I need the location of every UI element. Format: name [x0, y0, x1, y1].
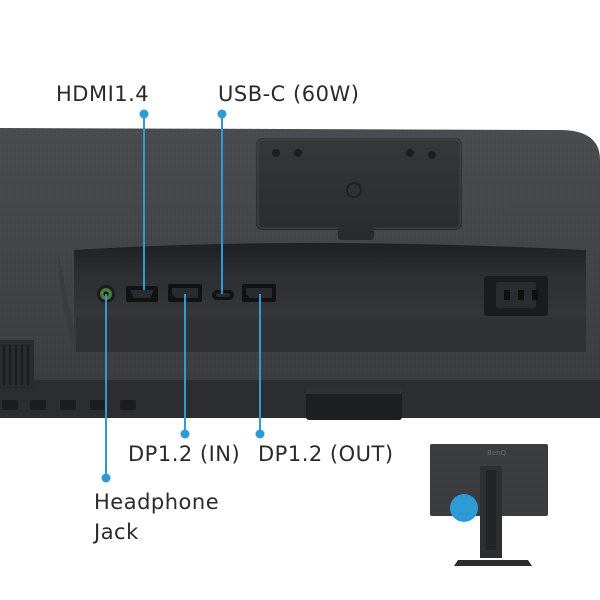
callout-lines	[101, 109, 265, 483]
left-vents	[0, 340, 34, 390]
headphone-label-line1: Headphone	[94, 490, 220, 514]
monitor-thumbnail	[430, 444, 548, 566]
port-location-marker	[450, 494, 478, 522]
dp-out-port	[242, 284, 276, 302]
vesa-mount-plate	[256, 138, 462, 240]
power-connector	[484, 276, 548, 316]
hdmi-label: HDMI1.4	[56, 82, 150, 106]
dp-out-label: DP1.2 (OUT)	[258, 442, 394, 466]
port-panel	[58, 243, 586, 352]
callout-dot-usbc	[217, 109, 227, 119]
hdmi-port	[126, 286, 158, 302]
callout-dot-dpin	[180, 429, 190, 439]
callout-dot-hdmi	[139, 109, 149, 119]
dp-in-label: DP1.2 (IN)	[128, 442, 241, 466]
thumbnail-brand-logo: BenQ	[487, 449, 507, 457]
dp-in-port	[168, 284, 202, 302]
bottom-control-buttons	[2, 400, 136, 410]
stand-mount-bracket	[306, 388, 402, 420]
headphone-jack-label: Headphone Jack	[94, 487, 264, 547]
usb-c-port	[212, 290, 234, 300]
headphone-label-line2: Jack	[94, 520, 139, 544]
usb-c-label: USB-C (60W)	[218, 82, 360, 106]
callout-dot-headphone	[101, 473, 111, 483]
callout-dot-dpout	[255, 429, 265, 439]
